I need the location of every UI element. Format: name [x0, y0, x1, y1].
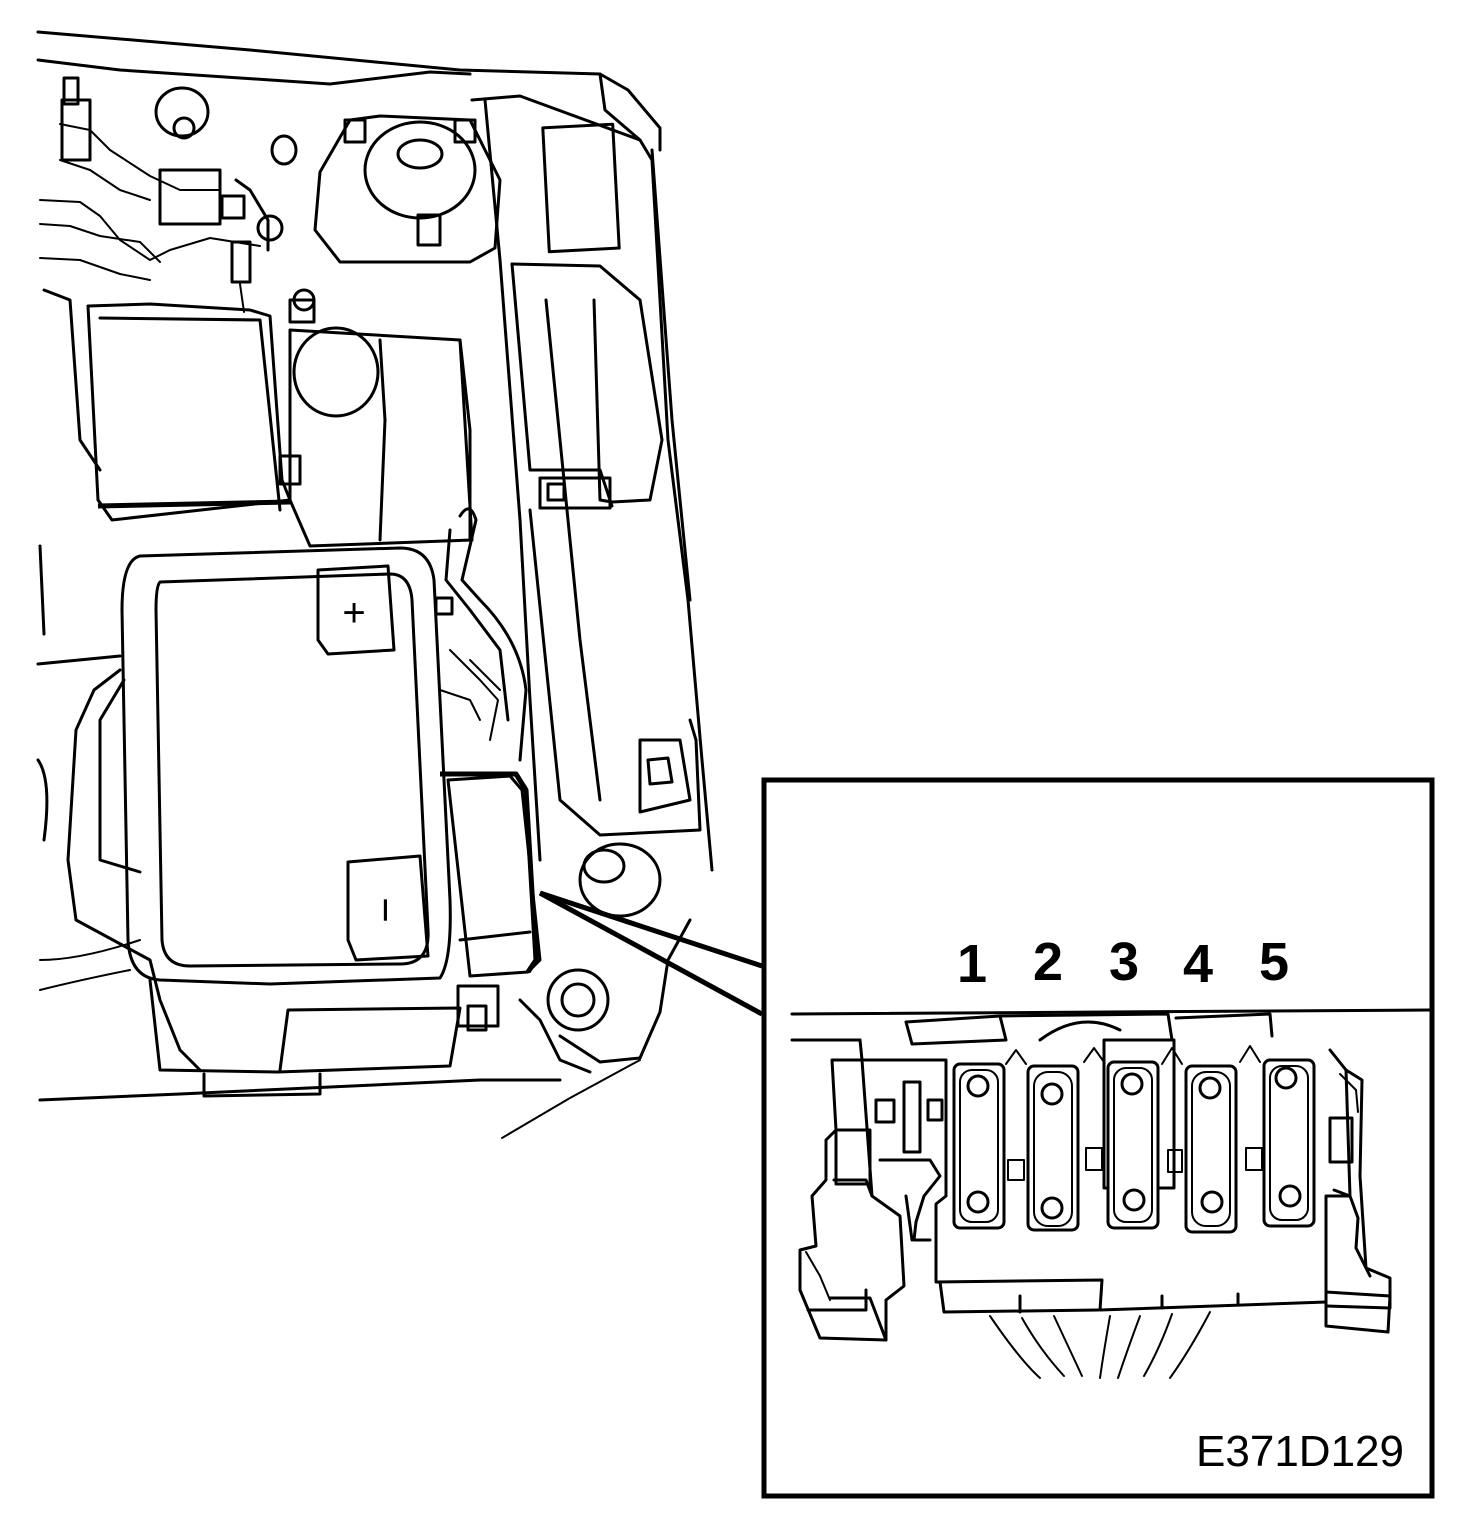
- engine-bay-view: + −: [36, 30, 714, 1139]
- detail-inset-frame: [761, 777, 1435, 1499]
- fuse-label-5: 5: [1259, 932, 1289, 992]
- fuse-box-detail: 1 2 3 4 5: [790, 932, 1432, 1379]
- battery-positive-symbol: +: [342, 591, 365, 635]
- callout-leader: [538, 890, 764, 1017]
- battery-negative-symbol: −: [361, 897, 410, 923]
- fuse-label-3: 3: [1109, 932, 1139, 992]
- fuse-label-2: 2: [1033, 932, 1063, 992]
- fuse-label-4: 4: [1183, 934, 1213, 994]
- figure-code: E371D129: [1196, 1427, 1404, 1476]
- fuse-label-1: 1: [957, 934, 987, 994]
